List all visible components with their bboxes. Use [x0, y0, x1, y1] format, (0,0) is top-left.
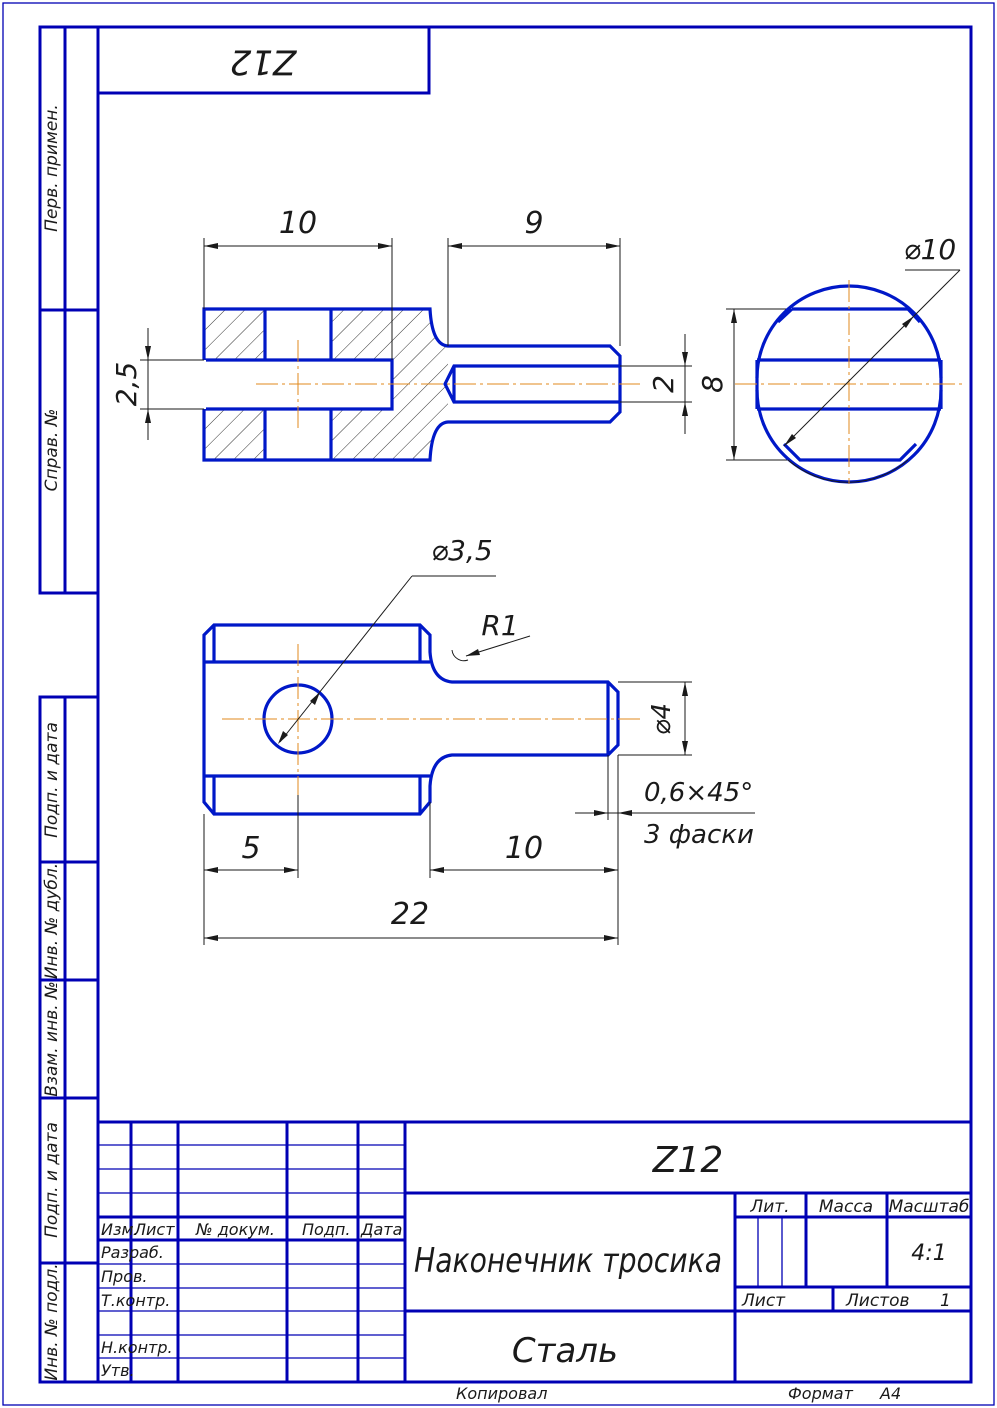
format-value: A4 [879, 1384, 901, 1403]
stamp-title: Наконечник тросика [414, 1241, 722, 1281]
format-label: Формат [788, 1384, 854, 1403]
header-date: Дата [360, 1220, 402, 1239]
end-view [735, 269, 965, 484]
dim-diam-10: ⌀10 [904, 233, 957, 266]
header-doc: № докум. [195, 1220, 275, 1239]
side-column-bottom [38, 695, 100, 1384]
title-block [98, 1120, 971, 1382]
header-lit: Лит. [749, 1197, 789, 1217]
dim-bottom-10: 10 [505, 831, 543, 866]
side-label-podp-data-top: Подп. и дата [42, 722, 62, 838]
code-box-text: Z12 [230, 42, 298, 82]
dim-hole-3-5: ⌀3,5 [431, 534, 492, 567]
side-label-perv-primen: Перв. примен. [42, 104, 62, 232]
stamp-code: Z12 [652, 1140, 723, 1181]
role-razrab: Разраб. [101, 1243, 164, 1262]
role-nkontr: Н.контр. [101, 1338, 173, 1357]
dim-radius-r1: R1 [481, 609, 518, 642]
dim-bore-2: 2 [647, 375, 680, 393]
dim-chamfer-note: 3 фаски [644, 820, 754, 850]
front-view-dimensions [140, 238, 790, 461]
dim-top-10: 10 [279, 206, 317, 241]
header-scale: Масштаб [889, 1197, 970, 1217]
top-view-dimensions [203, 575, 755, 945]
dim-shank-diam-4: ⌀4 [647, 703, 677, 735]
dim-slot-2-5: 2,5 [110, 362, 143, 407]
dim-chamfer: 0,6×45° [644, 778, 753, 808]
side-label-sprav-no: Справ. № [42, 409, 62, 492]
front-section-view [202, 307, 640, 462]
sheets-count: 1 [940, 1291, 951, 1311]
side-label-podp-data-bottom: Подп. и дата [42, 1122, 62, 1238]
dim-overall-22: 22 [391, 897, 429, 932]
role-prov: Пров. [101, 1267, 148, 1286]
dim-bottom-5: 5 [241, 831, 260, 866]
header-mass: Масса [819, 1197, 873, 1217]
stamp-material: Сталь [512, 1331, 618, 1371]
copied-label: Копировал [456, 1384, 547, 1403]
header-izm: Изм. [101, 1220, 139, 1239]
role-tkontr: Т.контр. [101, 1291, 170, 1310]
side-label-inv-podl: Инв. № подл. [42, 1263, 62, 1380]
header-list: Лист [133, 1220, 175, 1239]
side-column-top [38, 25, 100, 595]
sheet-label: Лист [741, 1291, 786, 1311]
sheets-label: Листов [845, 1291, 910, 1311]
side-label-inv-dubl: Инв. № дубл. [42, 863, 62, 979]
role-utv: Утв. [101, 1361, 135, 1380]
dim-top-9: 9 [524, 206, 543, 241]
side-label-vzam-inv: Взам. инв. № [42, 981, 62, 1096]
top-view [202, 623, 640, 816]
scale-value: 4:1 [911, 1241, 946, 1266]
dim-height-8: 8 [696, 375, 729, 393]
header-podp: Подп. [302, 1220, 350, 1239]
